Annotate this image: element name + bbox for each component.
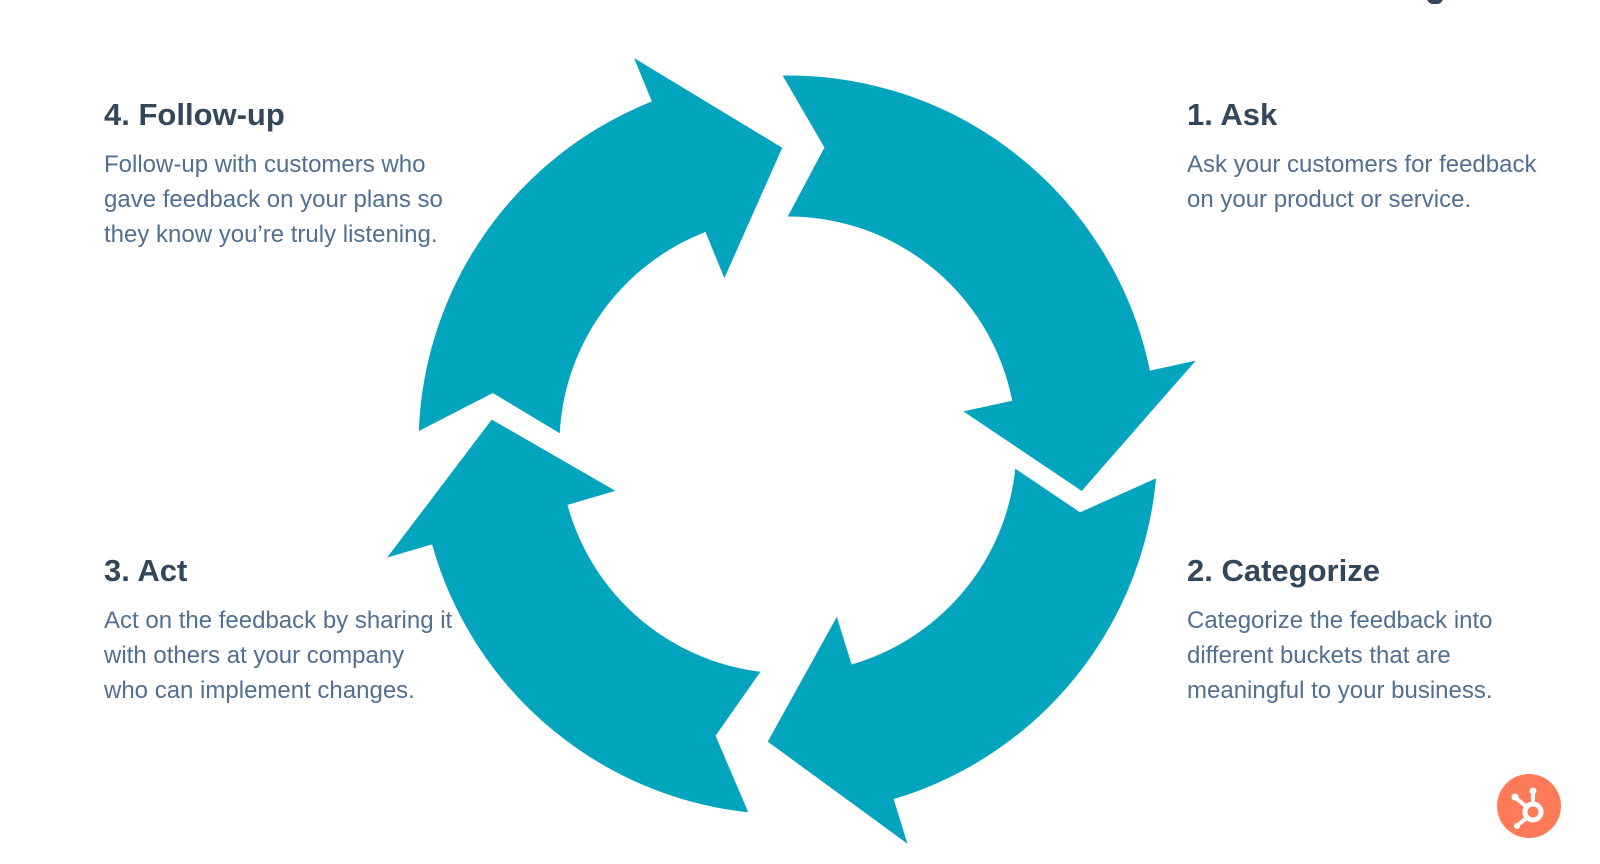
step-followup: 4. Follow-up Follow-up with customers wh…: [104, 95, 454, 252]
cycle-arrow-act-to-followup: [363, 407, 777, 823]
step-categorize: 2. Categorize Categorize the feedback in…: [1187, 551, 1537, 708]
step-categorize-description: Categorize the feedback into different b…: [1187, 607, 1493, 704]
cropped-heading-fragment: [1427, 0, 1443, 4]
cycle-arrow-ask-to-categorize: [767, 66, 1221, 503]
step-ask: 1. Ask Ask your customers for feedback o…: [1187, 95, 1537, 217]
hubspot-sprocket-icon: [1497, 774, 1561, 838]
step-followup-title: 4. Follow-up: [104, 97, 285, 132]
step-act: 3. Act Act on the feedback by sharing it…: [104, 551, 454, 708]
step-act-description: Act on the feedback by sharing it with o…: [104, 607, 453, 704]
step-ask-description: Ask your customers for feedback on your …: [1187, 151, 1537, 213]
step-followup-description: Follow-up with customers who gave feedba…: [104, 151, 443, 248]
cycle-arrow-followup-to-ask: [409, 36, 794, 449]
step-act-title: 3. Act: [104, 553, 188, 588]
step-ask-title: 1. Ask: [1187, 97, 1278, 132]
cycle-arrow-categorize-to-act: [756, 452, 1167, 864]
step-categorize-title: 2. Categorize: [1187, 553, 1380, 588]
